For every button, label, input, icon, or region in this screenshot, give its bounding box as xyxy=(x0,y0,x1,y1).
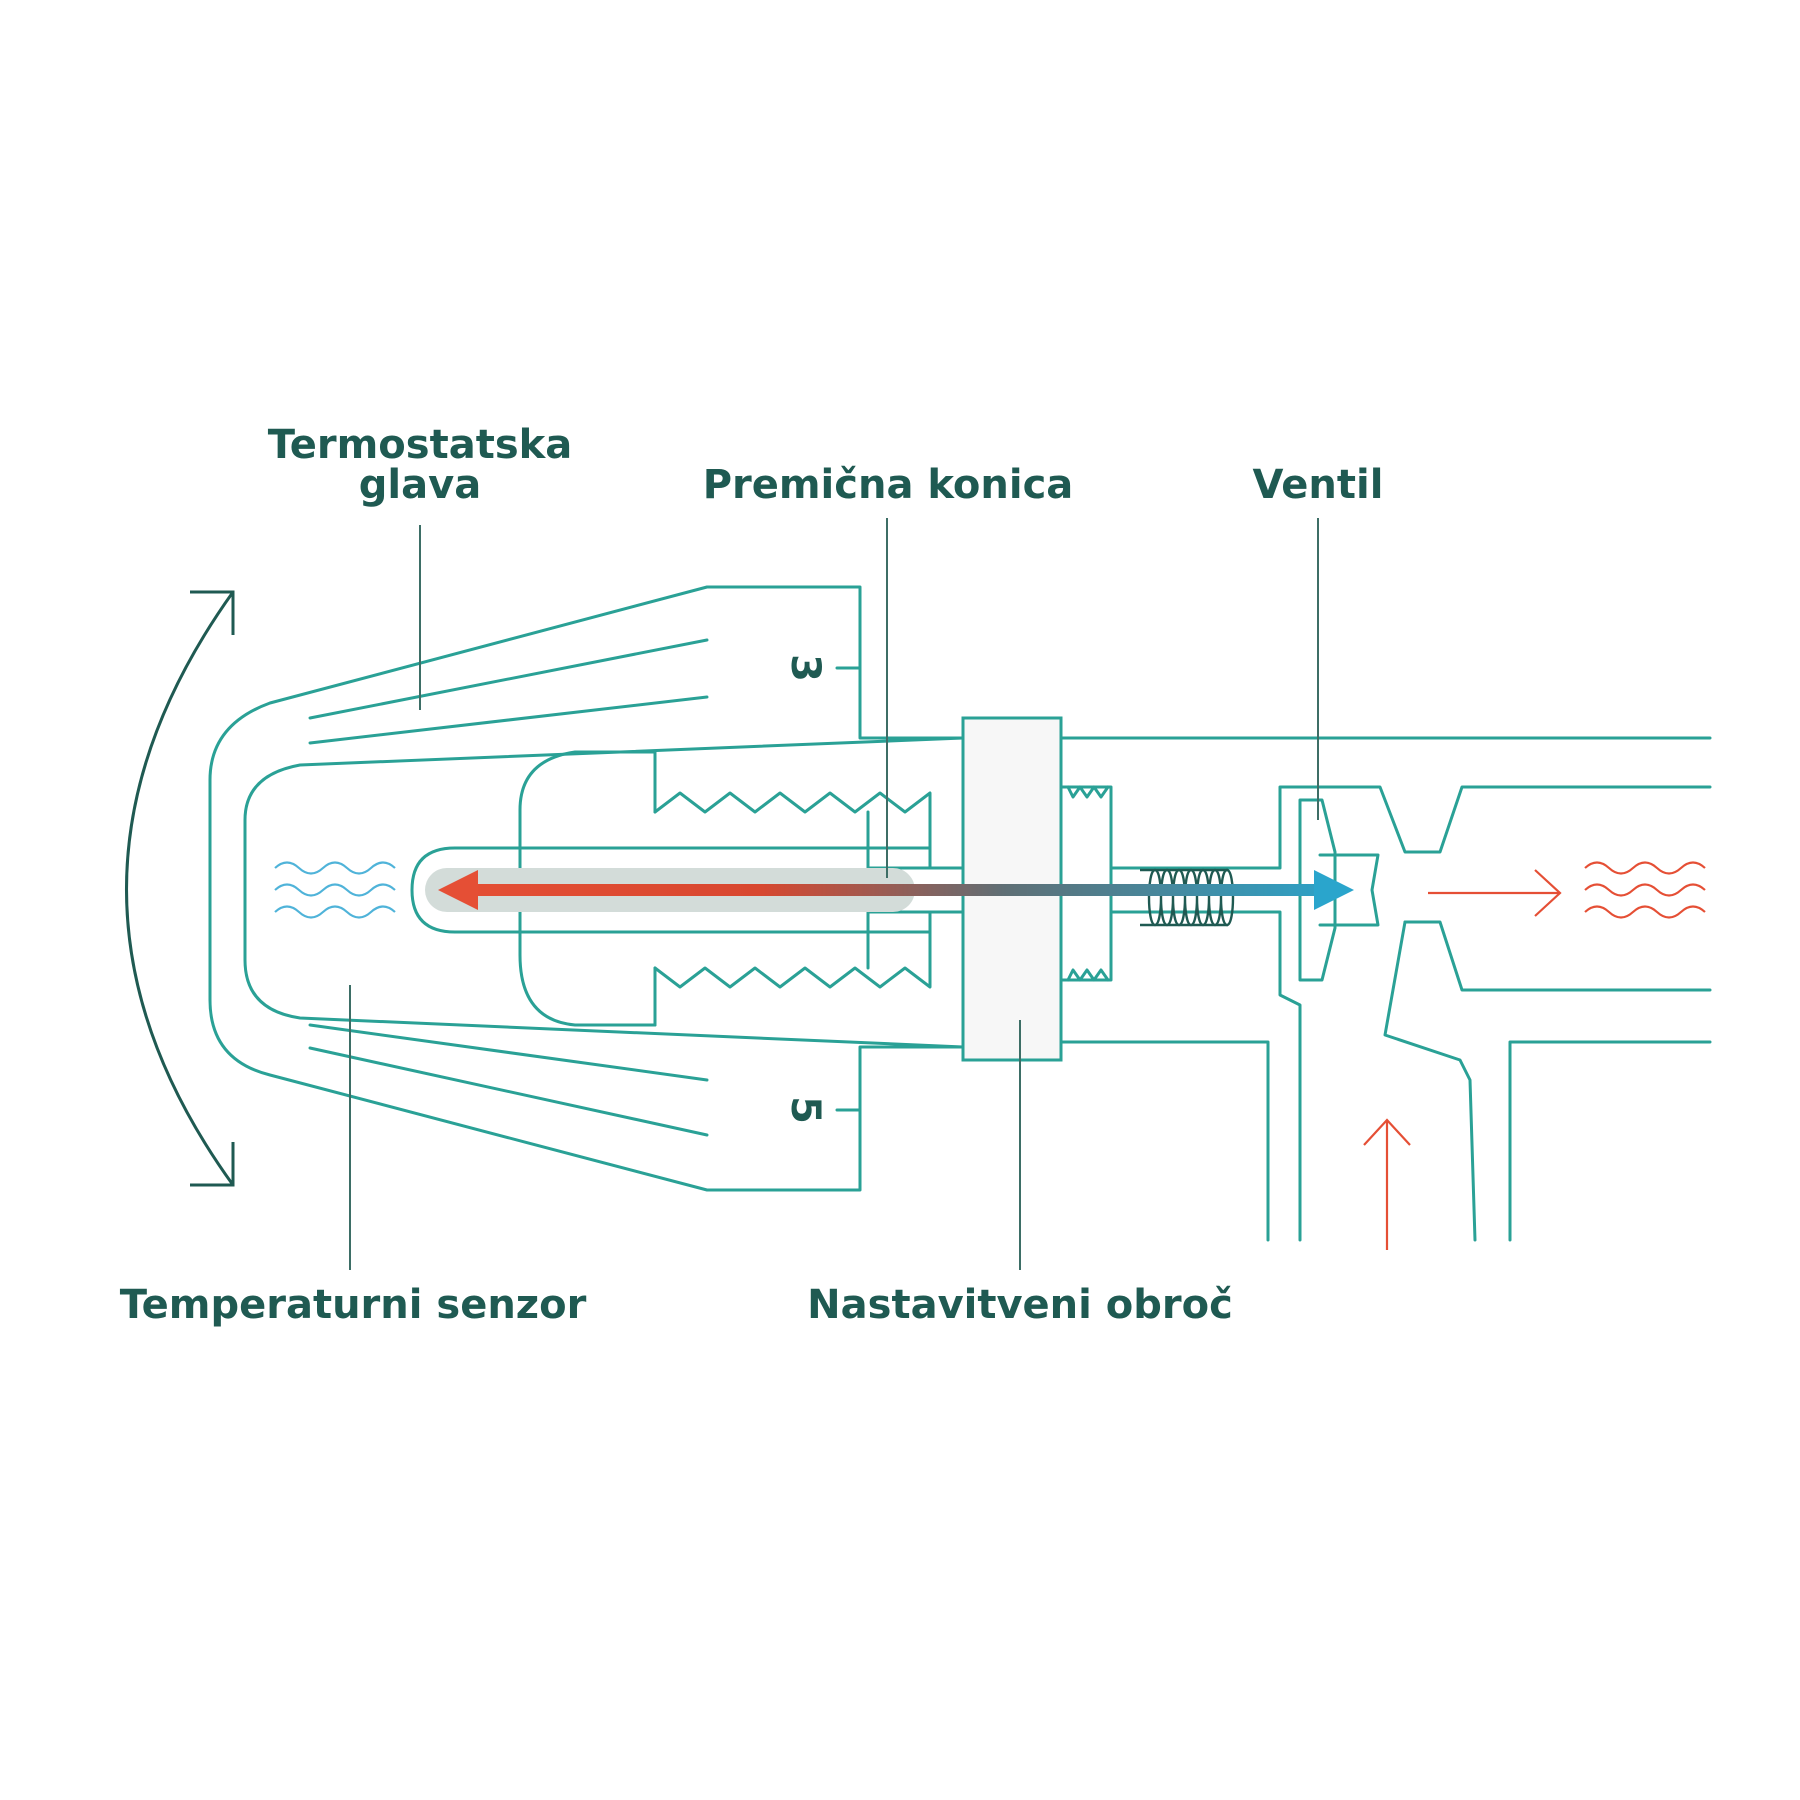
dial-mark-3: 3 xyxy=(782,654,828,682)
hot-flow-right-arrow-icon xyxy=(1428,869,1562,917)
thermostatic-head xyxy=(208,585,965,1192)
pin-movement-arrow-icon xyxy=(438,870,1354,910)
label-moving-pin: Premična konica xyxy=(703,462,1074,508)
label-temperature-sensor: Temperaturni senzor xyxy=(120,1282,587,1328)
label-thermostatic-head-line2: glava xyxy=(359,462,481,508)
dial-mark-5: 5 xyxy=(782,1096,828,1124)
label-setting-ring: Nastavitveni obroč xyxy=(807,1282,1233,1328)
cool-air-waves-icon xyxy=(274,861,396,919)
inner-housing xyxy=(518,750,965,1027)
rotation-arrow-icon xyxy=(125,590,235,1187)
hot-flow-up-arrow-icon xyxy=(1363,1118,1411,1250)
label-thermostatic-head-line1: Termostatska xyxy=(268,422,572,468)
label-valve: Ventil xyxy=(1253,462,1384,508)
heat-waves-icon xyxy=(1584,861,1706,919)
spring-icon xyxy=(1140,868,1235,927)
valve-body xyxy=(1059,736,1712,1242)
